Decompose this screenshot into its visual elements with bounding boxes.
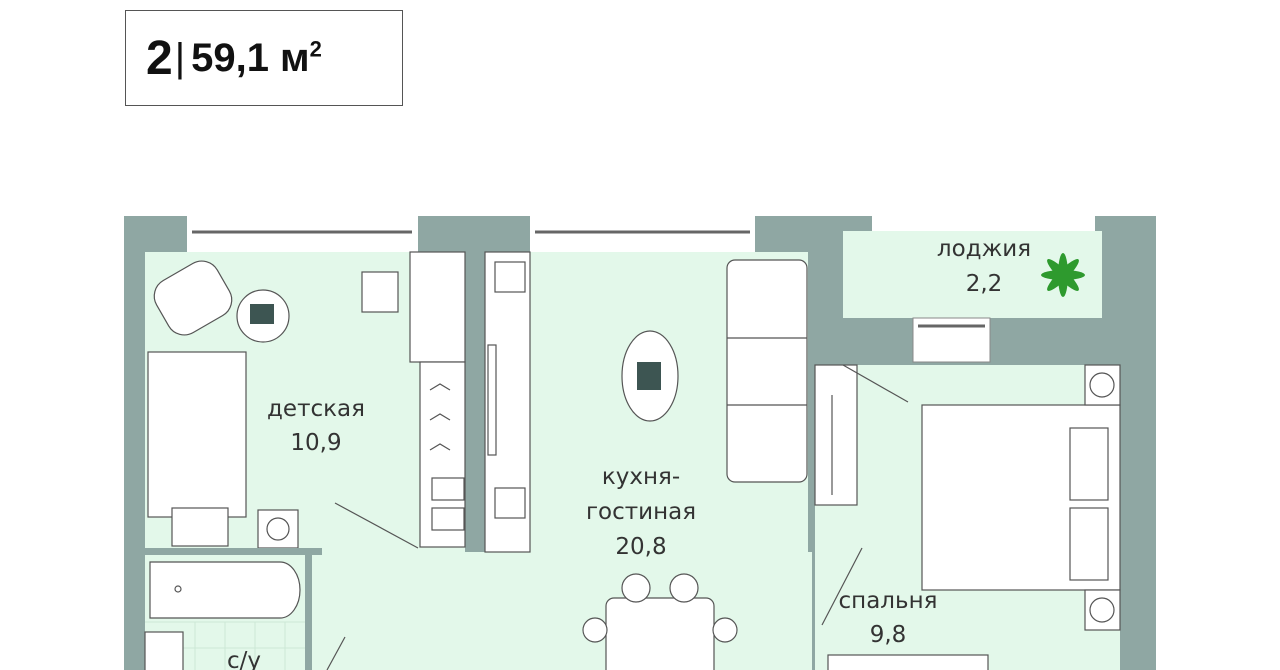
- area-value: 59,1 м: [191, 35, 310, 80]
- kids-room-name: детская: [267, 396, 365, 422]
- loggia-name: лоджия: [937, 236, 1031, 262]
- kitchen-name-1: кухня-: [602, 464, 680, 490]
- area-unit-sup: 2: [309, 36, 322, 62]
- separator: |: [174, 35, 186, 80]
- bedroom-area: 9,8: [870, 622, 907, 648]
- loggia-area: 2,2: [966, 271, 1003, 297]
- room-count: 2: [146, 31, 173, 85]
- kids-room-area: 10,9: [290, 430, 341, 456]
- kitchen-area: 20,8: [615, 534, 666, 560]
- kitchen-name-2: гостиная: [586, 499, 696, 525]
- bedroom-name: спальня: [839, 588, 938, 614]
- kitchen-furniture: [484, 251, 815, 670]
- bathroom-fixtures: [144, 548, 346, 670]
- plant-icon: [1041, 253, 1085, 297]
- bathroom-name: с/у: [227, 648, 261, 670]
- kids-furniture: [147, 251, 466, 549]
- bedroom-furniture: [814, 364, 1121, 670]
- hall-floor: [312, 552, 812, 670]
- windows: [187, 216, 1095, 363]
- total-area: 59,1 м2: [191, 36, 322, 81]
- apartment-summary: 2 | 59,1 м2: [125, 10, 403, 106]
